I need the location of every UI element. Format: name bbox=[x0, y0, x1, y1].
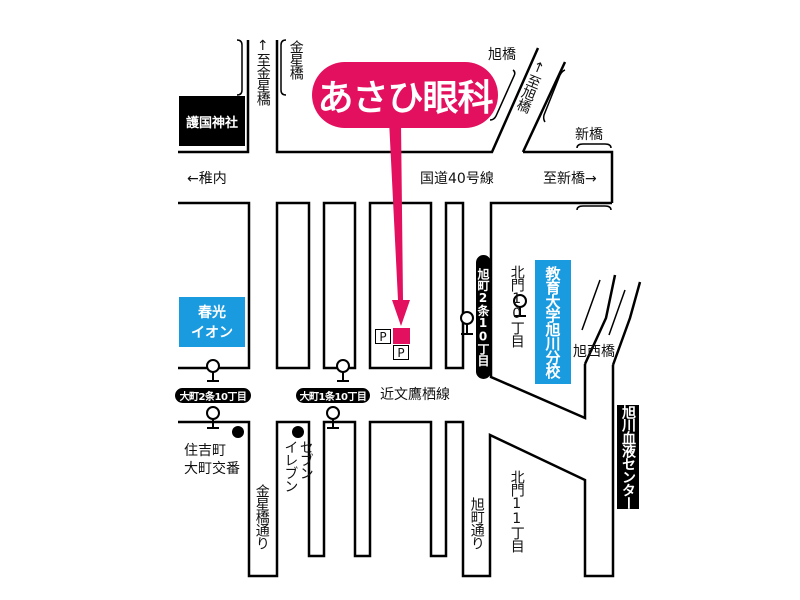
road-edge bbox=[275, 40, 540, 154]
kinseibashi-dori-label: 金星橋通り bbox=[253, 484, 270, 549]
blood-center-label: 旭川血液センター bbox=[617, 405, 639, 509]
parking-icon: P bbox=[393, 345, 409, 360]
to-wakkanai-label: ←稚内 bbox=[187, 171, 227, 187]
clinic-location-marker bbox=[393, 328, 410, 344]
university-label: 教育大学旭川分校 bbox=[535, 260, 571, 384]
clinic-name-badge: あさひ眼科 bbox=[312, 62, 498, 128]
landmark-dot-icon bbox=[232, 426, 244, 438]
gokoku-shrine-label: 護国神社 bbox=[179, 96, 245, 146]
parking-icon: P bbox=[375, 329, 391, 344]
bus-stop-icon bbox=[206, 294, 527, 429]
road-edge bbox=[178, 365, 615, 578]
landmark-dot-icon bbox=[292, 426, 304, 438]
to-kinseibashi-label: ↑至金星橋 bbox=[254, 38, 271, 105]
asahimachi-dori-label: 旭町通り bbox=[468, 497, 485, 549]
road-edge bbox=[523, 150, 614, 203]
road-edge bbox=[583, 274, 617, 365]
road-edge bbox=[178, 40, 250, 154]
police-box-label: 住吉町 大町交番 bbox=[184, 443, 240, 478]
city-block bbox=[444, 201, 465, 370]
road-edge bbox=[489, 201, 612, 420]
bus-stop-omachi1-label: 大町1条10丁目 bbox=[296, 388, 370, 403]
kitamon11-label: 北門11丁目 bbox=[508, 470, 525, 552]
city-block bbox=[322, 201, 357, 370]
road-edge bbox=[611, 281, 642, 366]
route40-label: 国道40号線 bbox=[420, 171, 494, 187]
asahinishibashi-label: 旭西橋 bbox=[573, 344, 615, 360]
asahibashi-label: 旭橋 bbox=[488, 47, 516, 63]
seven-eleven-label: セブン イレブン bbox=[282, 440, 314, 492]
city-block bbox=[275, 201, 311, 370]
chikabumi-line-label: 近文鷹栖線 bbox=[380, 387, 450, 403]
shinbashi-label: 新橋 bbox=[575, 127, 603, 143]
bus-stop-omachi2-label: 大町2条10丁目 bbox=[175, 388, 251, 403]
bus-stop-asahimachi-label: 旭町2条10丁目 bbox=[476, 255, 491, 379]
aeon-label: 春光 イオン bbox=[179, 297, 245, 347]
kitamon10-label: 北門10丁目 bbox=[508, 265, 525, 347]
to-shinbashi-label: 至新橋→ bbox=[543, 171, 597, 187]
road-edge bbox=[521, 61, 567, 153]
pointer-arrow-icon bbox=[389, 120, 410, 326]
kinseibashi-label: 金星橋 bbox=[287, 40, 304, 79]
